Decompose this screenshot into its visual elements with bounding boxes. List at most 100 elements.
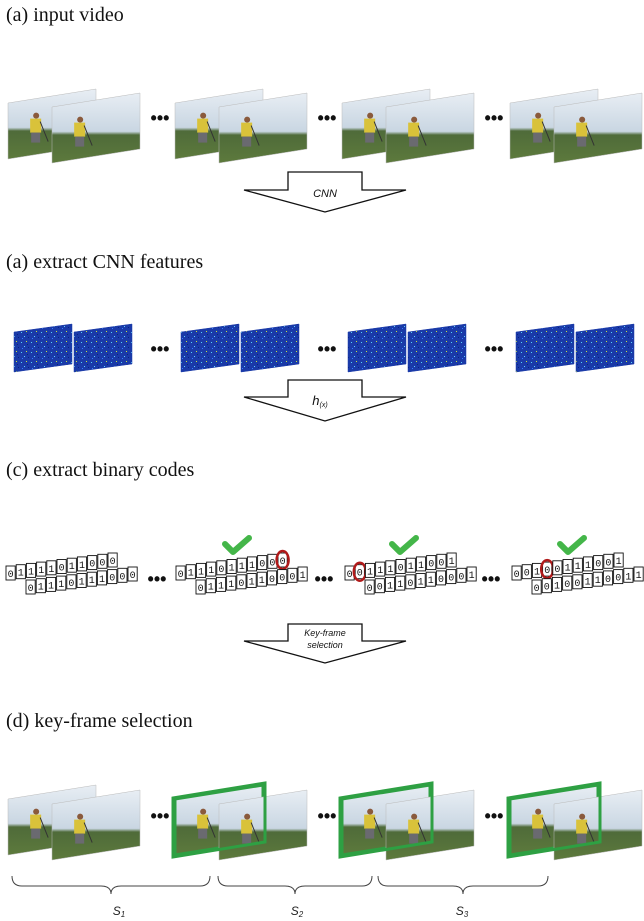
svg-text:1: 1 bbox=[69, 562, 75, 573]
svg-text:1: 1 bbox=[387, 565, 393, 576]
svg-text:0: 0 bbox=[357, 569, 363, 580]
segment-label-s2: S2 bbox=[291, 904, 304, 919]
svg-text:0: 0 bbox=[605, 558, 611, 569]
svg-text:0: 0 bbox=[218, 565, 224, 576]
svg-text:1: 1 bbox=[239, 562, 245, 573]
video-frame-8 bbox=[553, 92, 643, 164]
svg-text:1: 1 bbox=[428, 576, 434, 587]
section-heading-cnn-features: (a) extract CNN features bbox=[6, 251, 204, 273]
svg-text:1: 1 bbox=[38, 583, 44, 594]
svg-text:1: 1 bbox=[79, 578, 85, 589]
binary-ellipsis-1: ••• bbox=[148, 569, 167, 589]
svg-text:1: 1 bbox=[48, 565, 54, 576]
svg-text:0: 0 bbox=[109, 574, 115, 585]
svg-text:0: 0 bbox=[119, 572, 125, 583]
svg-text:0: 0 bbox=[544, 566, 550, 577]
section-heading-input-video: (a) input video bbox=[6, 4, 124, 26]
svg-text:0: 0 bbox=[279, 574, 285, 585]
cnn-arrow: CNN bbox=[243, 171, 407, 213]
hash-function-subscript: (x) bbox=[320, 402, 328, 409]
svg-text:1: 1 bbox=[259, 576, 265, 587]
svg-text:0: 0 bbox=[59, 564, 65, 575]
keyframe-selection-arrow: Key-frame selection bbox=[243, 623, 407, 664]
svg-text:1: 1 bbox=[449, 557, 455, 568]
feature-map-2 bbox=[73, 323, 133, 373]
brace-s3 bbox=[377, 875, 549, 895]
svg-text:0: 0 bbox=[438, 575, 444, 586]
svg-text:0: 0 bbox=[534, 584, 540, 595]
keyframe-frame-4 bbox=[218, 789, 308, 861]
keyframe-row: ••••••••• bbox=[7, 781, 643, 861]
svg-text:1: 1 bbox=[585, 561, 591, 572]
feature-ellipsis-1: ••• bbox=[151, 339, 170, 359]
svg-text:1: 1 bbox=[48, 581, 54, 592]
keyframe-arrow-label-line2: selection bbox=[307, 640, 343, 650]
svg-text:1: 1 bbox=[408, 562, 414, 573]
svg-text:0: 0 bbox=[198, 584, 204, 595]
svg-text:0: 0 bbox=[110, 557, 116, 568]
svg-text:h(x): h(x) bbox=[312, 393, 327, 409]
svg-text:0: 0 bbox=[68, 579, 74, 590]
svg-text:0: 0 bbox=[178, 570, 184, 581]
svg-text:0: 0 bbox=[28, 584, 34, 595]
svg-text:0: 0 bbox=[238, 579, 244, 590]
hash-function-label: h bbox=[312, 393, 319, 408]
svg-text:0: 0 bbox=[554, 565, 560, 576]
svg-text:0: 0 bbox=[438, 558, 444, 569]
video-frame-4 bbox=[218, 92, 308, 164]
svg-text:1: 1 bbox=[367, 567, 373, 578]
check-mark-icon bbox=[557, 535, 587, 555]
keyframe-ellipsis-1: ••• bbox=[151, 806, 170, 826]
svg-text:0: 0 bbox=[367, 584, 373, 595]
svg-text:1: 1 bbox=[249, 561, 255, 572]
feature-map-3 bbox=[180, 323, 240, 373]
svg-text:0: 0 bbox=[544, 583, 550, 594]
svg-text:0: 0 bbox=[428, 560, 434, 571]
svg-text:0: 0 bbox=[259, 560, 265, 571]
svg-text:0: 0 bbox=[280, 557, 286, 568]
cnn-feature-row: ••••••••• bbox=[13, 323, 635, 373]
svg-text:1: 1 bbox=[208, 583, 214, 594]
svg-text:1: 1 bbox=[418, 578, 424, 589]
feature-ellipsis-2: ••• bbox=[318, 339, 337, 359]
svg-text:1: 1 bbox=[79, 561, 85, 572]
segment-label-s3: S3 bbox=[456, 904, 469, 919]
svg-text:0: 0 bbox=[377, 583, 383, 594]
keyframe-arrow-label-line1: Key-frame bbox=[304, 628, 346, 638]
svg-text:1: 1 bbox=[397, 580, 403, 591]
feature-map-7 bbox=[515, 323, 575, 373]
svg-text:1: 1 bbox=[534, 567, 540, 578]
svg-text:1: 1 bbox=[585, 578, 591, 589]
svg-text:1: 1 bbox=[595, 576, 601, 587]
feature-map-6 bbox=[407, 323, 467, 373]
svg-text:1: 1 bbox=[554, 581, 560, 592]
svg-text:1: 1 bbox=[300, 571, 306, 582]
svg-text:0: 0 bbox=[574, 579, 580, 590]
check-mark-icon bbox=[389, 535, 419, 555]
keyframe-border-2 bbox=[338, 781, 434, 859]
svg-text:0: 0 bbox=[595, 560, 601, 571]
svg-text:0: 0 bbox=[524, 569, 530, 580]
svg-text:1: 1 bbox=[636, 571, 642, 582]
svg-text:1: 1 bbox=[469, 571, 475, 582]
video-ellipsis-1: ••• bbox=[151, 108, 170, 128]
changed-bit-highlight bbox=[275, 549, 290, 571]
svg-text:1: 1 bbox=[616, 557, 622, 568]
feature-map-8 bbox=[575, 323, 635, 373]
svg-text:1: 1 bbox=[99, 575, 105, 586]
svg-text:1: 1 bbox=[625, 572, 631, 583]
svg-text:1: 1 bbox=[418, 561, 424, 572]
keyframe-frame-2 bbox=[51, 789, 141, 861]
svg-text:1: 1 bbox=[228, 580, 234, 591]
svg-text:0: 0 bbox=[615, 574, 621, 585]
svg-text:0: 0 bbox=[347, 570, 353, 581]
svg-text:0: 0 bbox=[269, 558, 275, 569]
svg-text:0: 0 bbox=[458, 572, 464, 583]
